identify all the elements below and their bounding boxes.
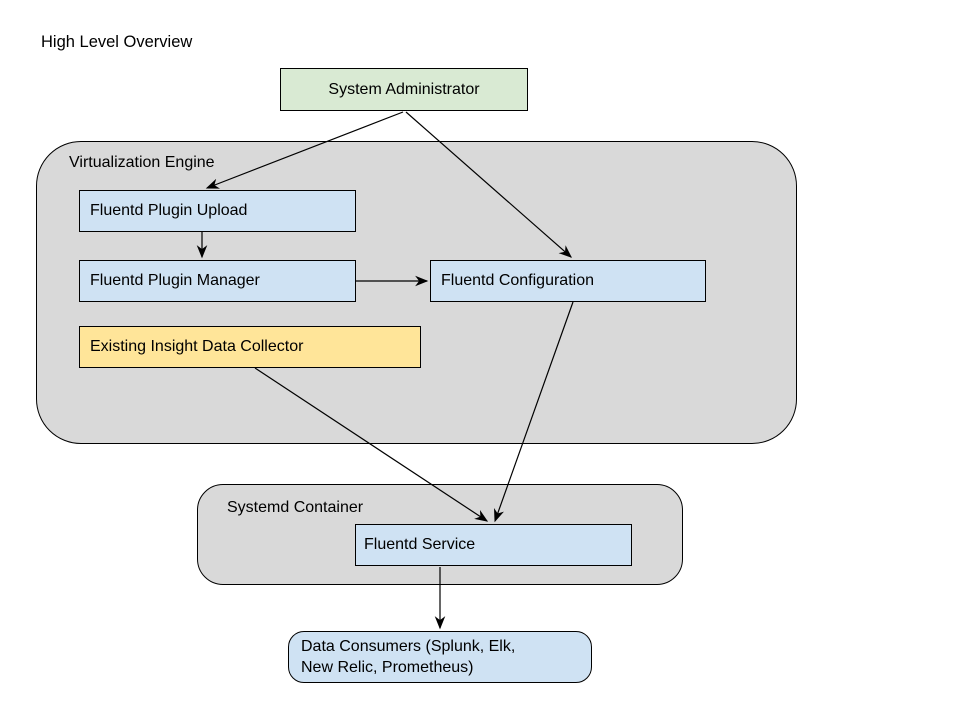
node-data-consumers-line1: Data Consumers (Splunk, Elk, [301,638,516,655]
node-data-consumers: Data Consumers (Splunk, Elk, New Relic, … [288,631,592,683]
node-fluentd-service: Fluentd Service [355,524,632,566]
node-existing-insight-data-collector: Existing Insight Data Collector [79,326,421,368]
group-systemd-container-label: Systemd Container [227,499,364,516]
node-data-consumers-line2: New Relic, Prometheus) [301,659,474,676]
page-title: High Level Overview [41,33,193,51]
node-fluentd-configuration: Fluentd Configuration [430,260,706,302]
node-fluentd-plugin-upload: Fluentd Plugin Upload [79,190,356,232]
group-virtualization-engine-label: Virtualization Engine [69,154,215,171]
node-fluentd-plugin-manager: Fluentd Plugin Manager [79,260,356,302]
node-system-administrator: System Administrator [280,68,528,111]
